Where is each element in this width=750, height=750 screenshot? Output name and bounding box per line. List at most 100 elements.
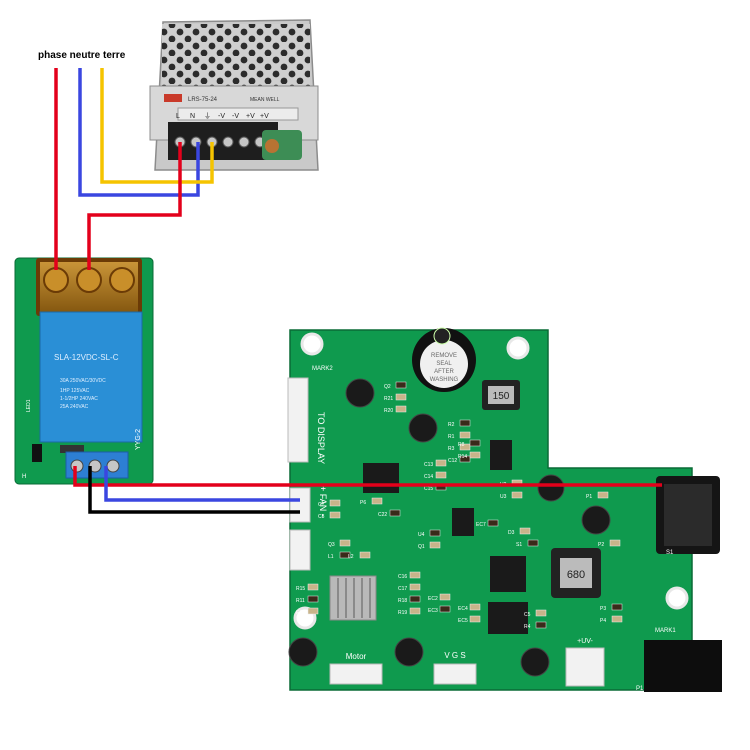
part-label: R11 xyxy=(296,598,305,604)
part-label: C22 xyxy=(378,512,387,518)
smd-component xyxy=(487,519,499,527)
fan-label: + FAN - xyxy=(318,486,328,517)
part-label: U4 xyxy=(418,532,425,538)
smd-component xyxy=(535,609,547,617)
p3-connector xyxy=(289,529,311,571)
motor-connector xyxy=(329,663,383,685)
psu-model: LRS-75-24 xyxy=(188,97,218,103)
psu-terminal-ground: ⏚ xyxy=(204,112,211,120)
part-label: R4 xyxy=(524,624,531,630)
part-label: EC4 xyxy=(458,606,468,612)
smd-component xyxy=(409,595,421,603)
part-label: S1 xyxy=(516,542,522,548)
smd-component xyxy=(409,607,421,615)
psu-terminal-v-plus-1: +V xyxy=(246,113,255,120)
power-supply: LRS-75-24 MEAN WELL L N ⏚ -V -V +V +V xyxy=(149,19,319,171)
smd-component xyxy=(429,529,441,537)
smd-component xyxy=(409,583,421,591)
wires xyxy=(54,68,662,514)
smd-component xyxy=(527,539,539,547)
relay-body xyxy=(39,311,143,443)
relay-module: SLA-12VDC-SL-C 30A 250VAC/30VDC 1HP 125V… xyxy=(14,257,154,485)
part-label: R8 xyxy=(458,442,465,448)
psu-terminal-v-minus-2: -V xyxy=(232,113,239,120)
earth-wire xyxy=(100,68,214,184)
smd-component xyxy=(439,605,451,613)
vgs-label: V G S xyxy=(444,651,465,660)
dc-jack xyxy=(644,640,722,692)
part-label: Q1 xyxy=(418,544,425,550)
part-label: EC1 xyxy=(296,610,306,616)
mount-hole-4 xyxy=(665,586,689,610)
smd-component xyxy=(389,509,401,517)
psu-terminal-v-minus-1: -V xyxy=(218,113,225,120)
smd-component xyxy=(307,607,319,615)
smd-component xyxy=(459,443,471,451)
smd-component xyxy=(459,431,471,439)
vgs-connector xyxy=(433,663,477,685)
smd-component xyxy=(371,497,383,505)
relay-rating-3: 1-1/2HP 240VAC xyxy=(60,396,98,402)
mark2-label: MARK2 xyxy=(312,366,333,372)
capacitor-ec1 xyxy=(345,378,375,408)
smd-component xyxy=(611,615,623,623)
part-label: P4 xyxy=(600,618,606,624)
part-label: C15 xyxy=(424,486,433,492)
relay-transistor xyxy=(60,445,84,453)
relay-pin-label: H xyxy=(22,474,26,480)
smd-component xyxy=(339,539,351,547)
smd-component xyxy=(409,571,421,579)
smd-component xyxy=(469,451,481,459)
capacitor-ec7 xyxy=(520,647,550,677)
smd-component xyxy=(307,583,319,591)
motor-label: Motor xyxy=(346,652,367,661)
buzzer-text-4: WASHING xyxy=(430,377,459,383)
smd-component xyxy=(435,459,447,467)
part-label: R1 xyxy=(448,434,455,440)
part-label: EC7 xyxy=(476,522,486,528)
psu-terminal-labels: L N ⏚ -V -V +V +V xyxy=(176,112,269,120)
capacitor-ec3 xyxy=(537,474,565,502)
part-label: R18 xyxy=(398,598,407,604)
mount-hole-1 xyxy=(300,332,324,356)
part-label: R15 xyxy=(296,586,305,592)
part-label: C7 xyxy=(318,502,325,508)
ic-u2 xyxy=(363,463,399,493)
part-label: R3 xyxy=(448,446,455,452)
jack-label: P1 xyxy=(636,686,644,692)
wire-color-label: phase neutre terre xyxy=(38,50,126,61)
relay-rating-4: 25A 240VAC xyxy=(60,404,89,410)
mark1-label: MARK1 xyxy=(655,628,676,634)
capacitor-ec2 xyxy=(408,413,438,443)
part-label: C8 xyxy=(318,514,325,520)
capacitor-ec5 xyxy=(394,637,424,667)
buzzer-text-1: REMOVE xyxy=(431,353,457,359)
smd-component xyxy=(597,491,609,499)
capacitor-ec4 xyxy=(288,637,318,667)
smd-component xyxy=(519,527,531,535)
switch-label: S1 xyxy=(666,550,674,556)
relay-led-label: LED1 xyxy=(26,399,32,412)
relay-to-psu-wire xyxy=(87,142,182,270)
psu-terminal-l: L xyxy=(176,113,180,120)
smd-component xyxy=(469,439,481,447)
part-label: L2 xyxy=(348,554,354,560)
smd-parts xyxy=(307,381,623,629)
part-label: C12 xyxy=(448,458,457,464)
psu-terminal-v-plus-2: +V xyxy=(260,113,269,120)
mosfet-q1 xyxy=(490,556,526,592)
part-label: R20 xyxy=(384,408,393,414)
inductor-l2-label: 680 xyxy=(567,569,585,581)
smd-component xyxy=(359,551,371,559)
smd-component xyxy=(535,621,547,629)
smd-component xyxy=(459,455,471,463)
smd-component xyxy=(469,615,481,623)
part-label: Q2 xyxy=(384,384,391,390)
part-label: Q3 xyxy=(328,542,335,548)
relay-board-label: YYG-2 xyxy=(135,429,142,450)
part-label: R14 xyxy=(458,454,467,460)
part-label: C14 xyxy=(424,474,433,480)
part-label: EC5 xyxy=(458,618,468,624)
fan-connector xyxy=(289,487,311,523)
